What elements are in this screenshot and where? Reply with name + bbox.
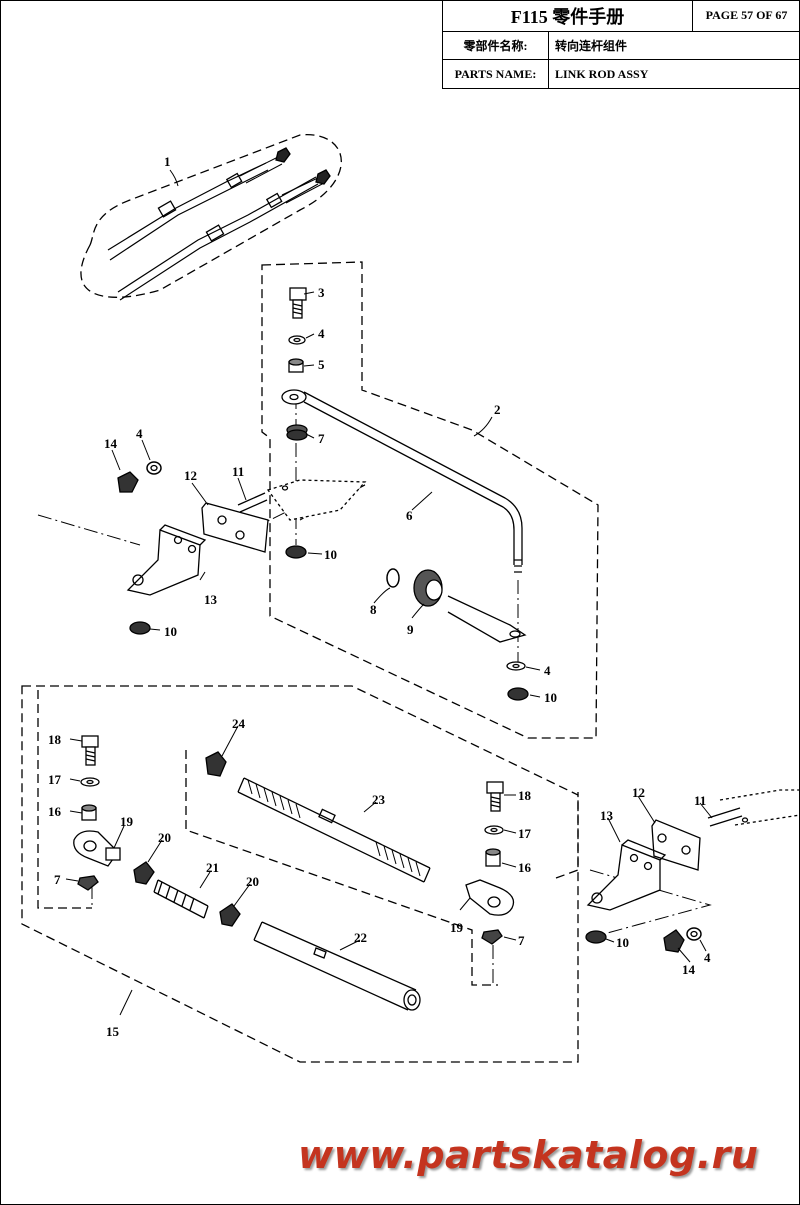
callout-18: 18 — [518, 788, 532, 803]
callout-18: 18 — [48, 732, 62, 747]
callout-14: 14 — [104, 436, 118, 451]
callout-1: 1 — [164, 154, 171, 169]
callout-3: 3 — [318, 285, 325, 300]
callout-17: 17 — [48, 772, 62, 787]
callout-10: 10 — [324, 547, 337, 562]
callout-19: 19 — [450, 920, 464, 935]
inner-left-outline — [37, 690, 92, 909]
callout-12: 12 — [184, 468, 197, 483]
callout-13: 13 — [204, 592, 218, 607]
cable-part-1 — [107, 147, 331, 301]
left-bracket-group — [117, 461, 367, 635]
callout-leaders — [65, 169, 713, 1016]
watermark: www.partskatalog.ru — [298, 1133, 759, 1177]
part-name-en: LINK ROD ASSY — [555, 66, 649, 81]
left-link-parts — [73, 735, 121, 891]
callout-11: 11 — [694, 793, 706, 808]
link-assy-group-outline — [21, 685, 579, 1063]
callout-11: 11 — [232, 464, 244, 479]
right-bracket-group — [585, 789, 800, 953]
inner-mid-outline — [185, 750, 498, 986]
callout-5: 5 — [318, 357, 325, 372]
callout-12: 12 — [632, 785, 645, 800]
callout-15: 15 — [106, 1024, 120, 1039]
link-rod-hardware — [386, 568, 529, 701]
callout-7: 7 — [318, 431, 325, 446]
group-outlines — [21, 134, 599, 1063]
title-block: F115 零件手册 PAGE 57 OF 67 零部件名称: 转向连杆组件 PA… — [442, 0, 800, 89]
callout-21: 21 — [206, 860, 219, 875]
callout-numbers: 1 3 4 5 7 2 6 8 9 4 10 10 10 13 14 4 12 … — [48, 154, 711, 1039]
center-rod-parts — [133, 751, 431, 1011]
callout-20: 20 — [158, 830, 171, 845]
callout-7: 7 — [54, 872, 61, 887]
callout-2: 2 — [494, 402, 501, 417]
callout-23: 23 — [372, 792, 386, 807]
callout-9: 9 — [407, 622, 414, 637]
cable-group-outline — [80, 134, 342, 298]
callout-4: 4 — [544, 663, 551, 678]
callout-16: 16 — [48, 804, 62, 819]
link-rod-part-6 — [281, 389, 523, 573]
callout-10: 10 — [616, 935, 629, 950]
manual-title: F115 零件手册 — [443, 0, 693, 32]
inner-right-outline — [555, 792, 579, 879]
callout-20: 20 — [246, 874, 259, 889]
right-link-parts — [465, 781, 515, 945]
callout-10: 10 — [164, 624, 177, 639]
callout-4: 4 — [704, 950, 711, 965]
callout-8: 8 — [370, 602, 377, 617]
callout-24: 24 — [232, 716, 246, 731]
callout-17: 17 — [518, 826, 532, 841]
callout-4: 4 — [318, 326, 325, 341]
part-name-en-label: PARTS NAME: — [443, 60, 549, 88]
callout-14: 14 — [682, 962, 696, 977]
callout-13: 13 — [600, 808, 614, 823]
link-rod-group-outline — [261, 261, 599, 739]
part-name-cn: 转向连杆组件 — [549, 32, 800, 60]
upper-bolt-stack — [286, 287, 308, 441]
part-name-cn-label: 零部件名称: — [443, 32, 549, 60]
page-number: PAGE 57 OF 67 — [693, 0, 800, 32]
callout-10: 10 — [544, 690, 557, 705]
callout-7: 7 — [518, 933, 525, 948]
callout-22: 22 — [354, 930, 367, 945]
leader-lines — [37, 395, 712, 985]
callout-16: 16 — [518, 860, 532, 875]
callout-6: 6 — [406, 508, 413, 523]
callout-19: 19 — [120, 814, 134, 829]
callout-4: 4 — [136, 426, 143, 441]
